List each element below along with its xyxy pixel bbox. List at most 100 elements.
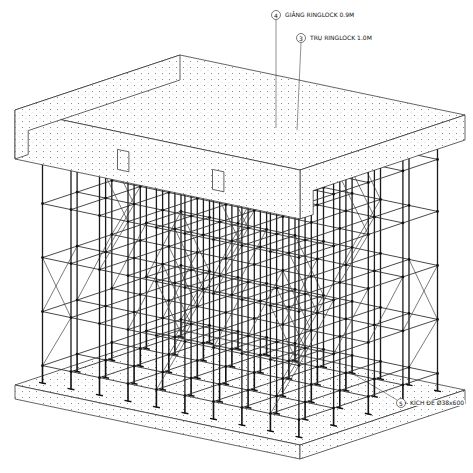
rosette	[224, 257, 227, 260]
transom	[299, 246, 334, 258]
slab-end	[15, 55, 180, 159]
diagonal-brace	[43, 246, 78, 312]
rosette	[218, 275, 221, 278]
rosette	[316, 366, 319, 369]
diagonal-brace	[43, 318, 72, 366]
rosette	[247, 281, 250, 284]
rosette	[367, 341, 370, 344]
rosette	[155, 388, 158, 391]
rosette	[41, 256, 44, 259]
rosette	[218, 329, 221, 332]
diagonal-brace	[403, 265, 438, 331]
transom	[100, 366, 135, 378]
transom	[106, 295, 141, 307]
rosette	[408, 312, 411, 315]
rosette	[202, 234, 205, 237]
base-plate	[330, 425, 337, 427]
standard-post	[437, 145, 438, 373]
base-plate	[296, 436, 303, 437]
transom	[311, 211, 346, 223]
rosette	[212, 238, 215, 241]
rosette	[298, 310, 301, 313]
transom	[368, 385, 403, 397]
slab-side-texture	[300, 115, 465, 219]
standard-post	[184, 168, 185, 396]
base-plate	[406, 384, 413, 385]
diagonal-brace	[156, 282, 185, 342]
rosette	[133, 203, 136, 206]
base-plate	[182, 412, 189, 413]
rosette	[237, 276, 240, 279]
standard-post	[298, 192, 299, 420]
rosette	[259, 300, 262, 303]
rosette	[41, 202, 44, 205]
ground-front-texture	[15, 385, 300, 459]
base-jack	[42, 366, 44, 384]
standard-post	[70, 144, 71, 372]
rosette	[174, 228, 177, 231]
transom	[311, 319, 346, 331]
standard-post	[402, 157, 403, 385]
standard-post	[213, 174, 214, 402]
diagonal-brace	[270, 366, 299, 414]
transom	[374, 205, 409, 217]
rosette	[408, 366, 411, 369]
transom	[374, 313, 409, 325]
rosette	[76, 191, 79, 194]
base-jack	[333, 408, 335, 426]
rosette	[212, 346, 215, 349]
rosette	[338, 335, 341, 338]
part-label: GIẰNG RINGLOCK 0.9M	[284, 12, 355, 18]
rosette	[184, 394, 187, 397]
transom	[100, 204, 135, 216]
ground-top	[15, 330, 465, 445]
ground-side-texture	[300, 390, 465, 459]
rosette	[202, 342, 205, 345]
rosette	[402, 384, 405, 387]
transom	[220, 211, 255, 223]
rosette	[133, 365, 136, 368]
rosette	[224, 365, 227, 368]
rosette	[298, 364, 301, 367]
rosette	[332, 299, 335, 302]
rosette	[402, 330, 405, 333]
transom	[242, 234, 277, 246]
rosette	[231, 294, 234, 297]
rosette	[76, 245, 79, 248]
transom	[340, 325, 375, 337]
base-plate	[96, 394, 103, 395]
rosette	[345, 318, 348, 321]
rosette	[174, 336, 177, 339]
rosette	[208, 270, 211, 273]
rosette	[41, 364, 44, 367]
leader-line	[350, 372, 397, 400]
rosette	[332, 407, 335, 410]
rosette	[379, 252, 382, 255]
diagonal-brace	[368, 277, 403, 343]
transom	[185, 384, 220, 396]
rosette	[294, 234, 297, 237]
transom	[368, 223, 403, 235]
diagonal-brace	[214, 282, 249, 348]
base-plate	[125, 400, 132, 401]
rosette	[345, 264, 348, 267]
rosette	[269, 250, 272, 253]
rosette	[265, 228, 268, 231]
transom	[242, 288, 277, 300]
rosette	[155, 226, 158, 229]
rosette	[104, 251, 107, 254]
rosette	[161, 209, 164, 212]
transom	[220, 319, 255, 331]
rosette	[180, 318, 183, 321]
transom	[156, 324, 191, 336]
transom	[156, 216, 191, 228]
rosette	[408, 204, 411, 207]
transom	[340, 217, 375, 229]
transom	[163, 199, 198, 211]
transom	[134, 301, 169, 313]
rosette	[436, 264, 439, 267]
base-plate	[239, 424, 246, 425]
cross-beam-texture	[213, 169, 224, 191]
rosette	[253, 371, 256, 374]
